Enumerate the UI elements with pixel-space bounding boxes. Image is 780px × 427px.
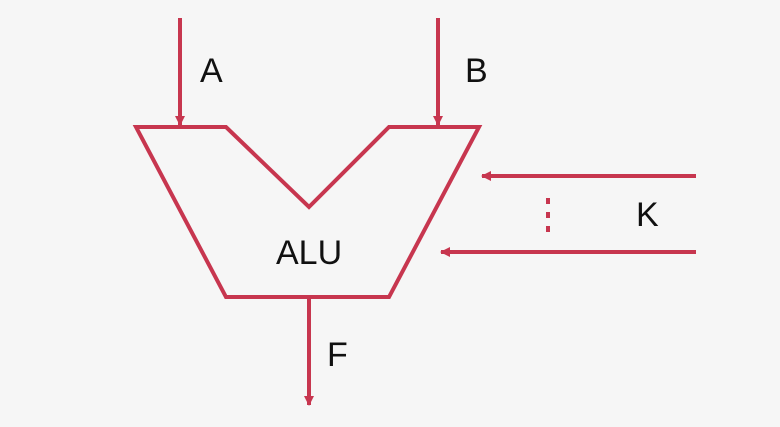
label-alu: ALU [276,234,342,272]
label-f: F [327,336,348,374]
label-a: A [200,52,223,90]
alu-body [132,125,483,299]
control-ellipsis [546,198,550,232]
label-k: K [636,196,659,234]
label-b: B [465,52,488,90]
